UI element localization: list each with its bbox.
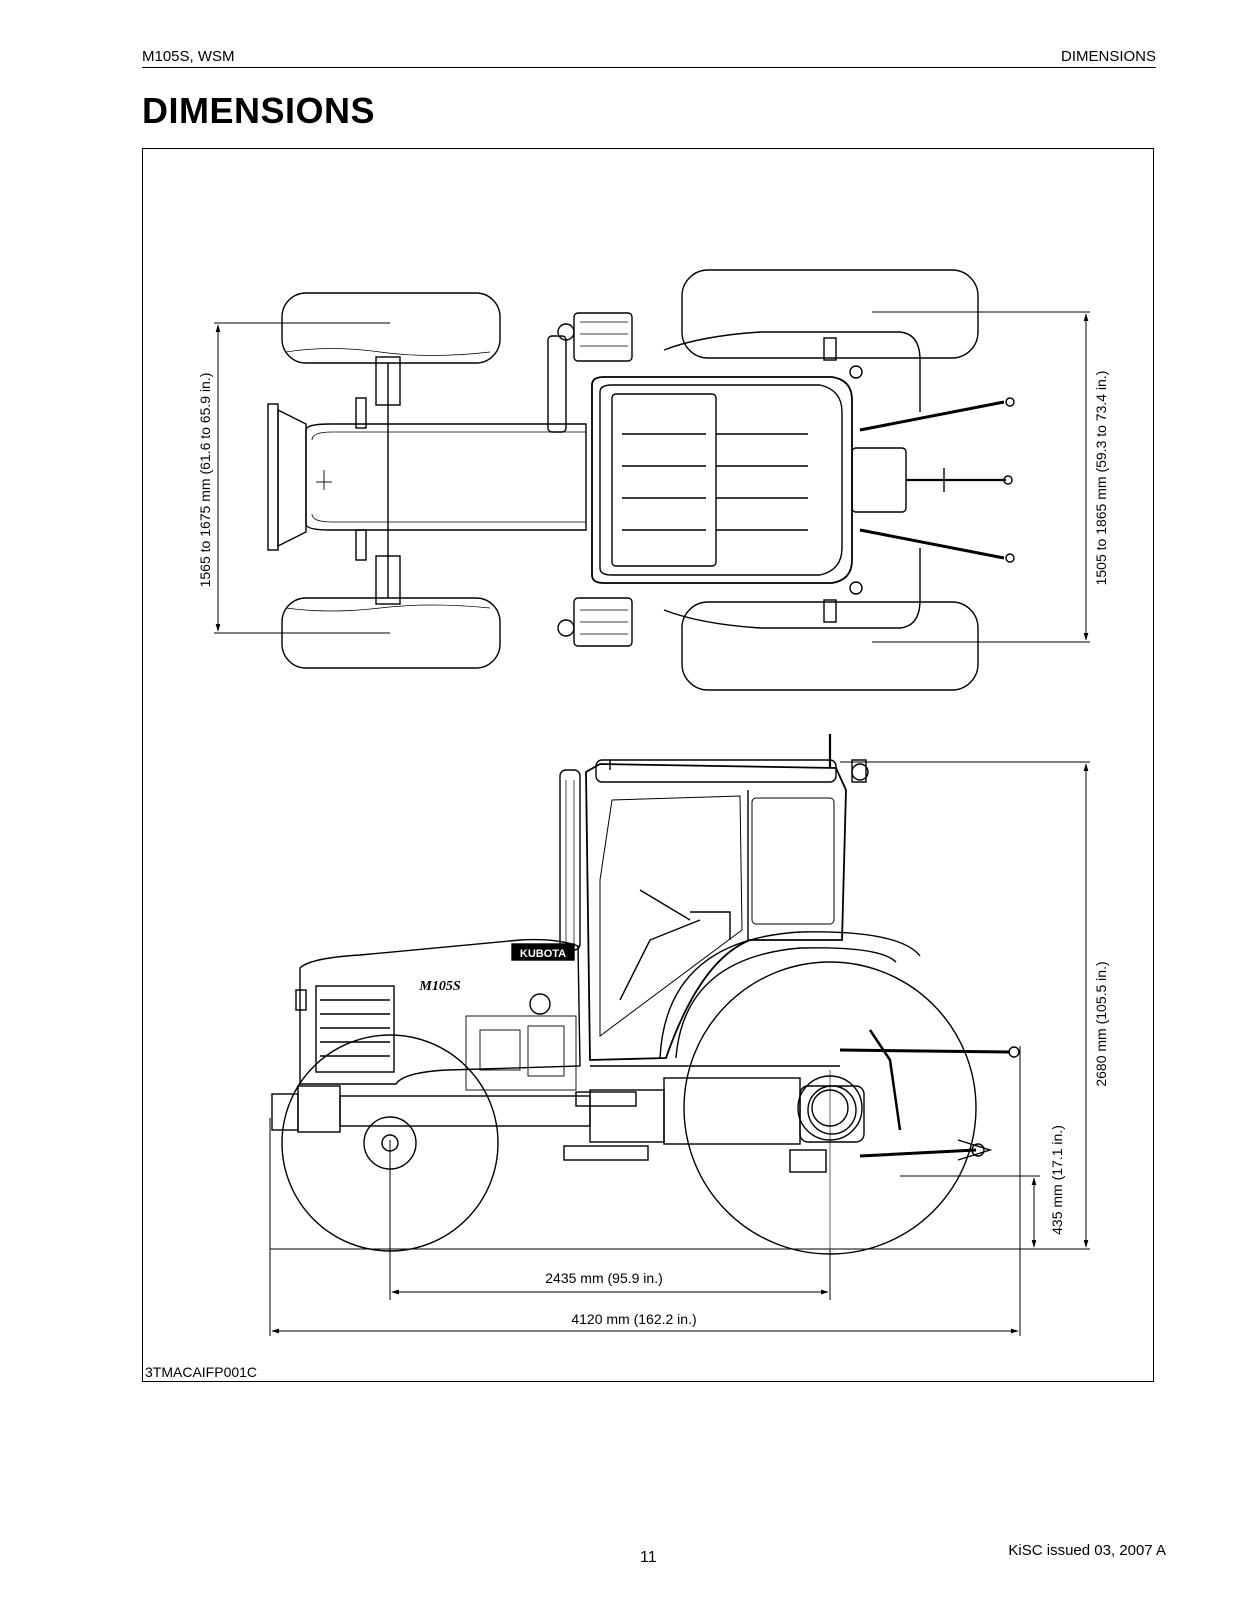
rear-fender: [659, 931, 921, 1059]
rear-tread-dimension: [872, 311, 1090, 643]
ground-clearance-label: 435 mm (17.1 in.): [1049, 1125, 1065, 1235]
cab: [585, 763, 847, 1061]
rear-left-tire: [681, 269, 979, 359]
front-tread-dimension: [214, 322, 390, 634]
figure-id: 3TMACAIFP001C: [145, 1364, 258, 1380]
header-rule: [142, 67, 1156, 68]
page-title: DIMENSIONS: [142, 90, 376, 131]
grille: [315, 985, 395, 1073]
side-view: [271, 734, 1020, 1294]
roof-hatch: [611, 393, 717, 567]
issue-note: KiSC issued 03, 2007 A: [1008, 1542, 1166, 1559]
rear-right-tire: [681, 601, 979, 691]
header-model: M105S, WSM: [142, 48, 235, 65]
front-left-tire: [281, 292, 501, 364]
cab-roof-side: [595, 759, 837, 783]
wheelbase-label: 2435 mm (95.9 in.): [545, 1270, 663, 1286]
overall-height-dimension: [840, 761, 1090, 1250]
top-view: [267, 269, 1015, 691]
page-number: 11: [640, 1549, 657, 1566]
hood-top: [305, 423, 587, 531]
header-section: DIMENSIONS: [1060, 48, 1156, 65]
wheelbase-dimension: [389, 1140, 831, 1300]
rear-tread-label: 1505 to 1865 mm (59.3 to 73.4 in.): [1093, 371, 1109, 586]
cab-roof: [591, 376, 853, 584]
overall-length-dimension: [269, 1046, 1021, 1336]
overall-height-label: 2680 mm (105.5 in.): [1093, 961, 1109, 1086]
figure-frame: [142, 148, 1154, 1382]
front-weight: [267, 403, 279, 551]
front-tread-label: 1565 to 1675 mm (61.6 to 65.9 in.): [197, 373, 213, 588]
model-badge: M105S: [418, 979, 460, 994]
rear-window: [751, 797, 835, 925]
overall-length-label: 4120 mm (162.2 in.): [571, 1311, 696, 1327]
hood-side: [299, 938, 581, 1085]
ground-clearance-dimension: [900, 1175, 1040, 1248]
brand-badge: KUBOTA: [520, 948, 566, 960]
cab-door-window: [599, 795, 743, 1037]
